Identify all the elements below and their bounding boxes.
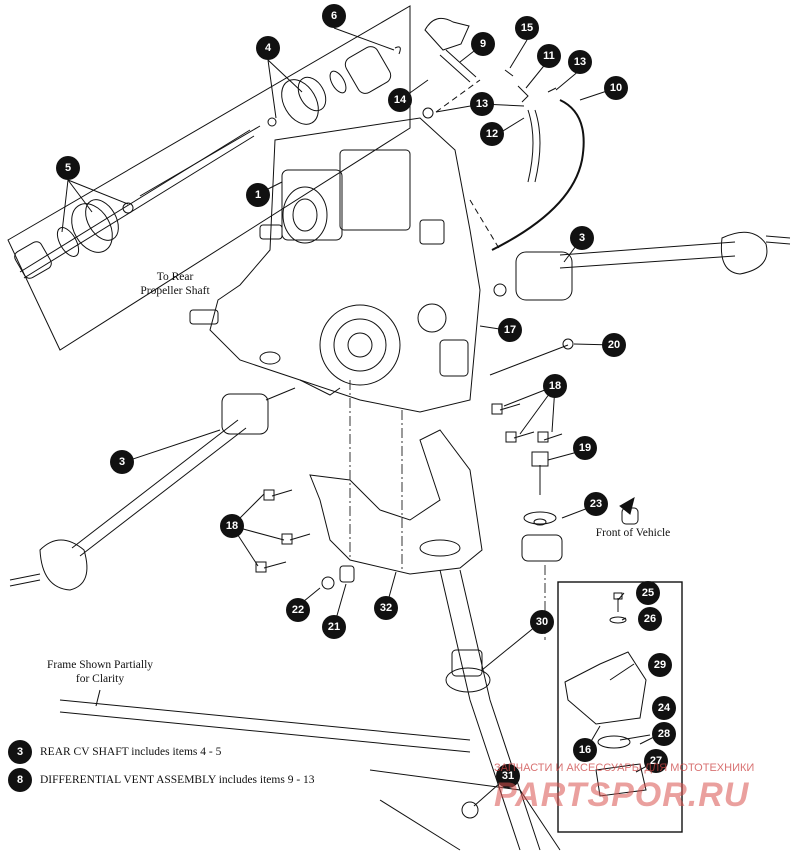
frame-note-line1: Frame Shown Partially bbox=[46, 659, 154, 671]
watermark-tagline: ЗАПЧАСТИ И АКСЕССУАРЫ ДЛЯ МОТОТЕХНИКИ bbox=[494, 762, 755, 774]
callout-27: 27 bbox=[644, 749, 668, 773]
bolts bbox=[255, 338, 574, 573]
legend-callout: 8 bbox=[8, 768, 32, 792]
callout-30: 30 bbox=[530, 610, 554, 634]
left-cv-shaft bbox=[9, 387, 296, 591]
callout-4: 4 bbox=[256, 36, 280, 60]
callout-15: 15 bbox=[515, 16, 539, 40]
callout-31: 31 bbox=[496, 764, 520, 788]
differential-vent-assembly bbox=[422, 17, 585, 251]
rear-propeller-shaft-label: To Rear Propeller Shaft bbox=[120, 270, 230, 298]
legend-text: REAR CV SHAFT includes items 4 - 5 bbox=[40, 746, 222, 758]
callout-20: 20 bbox=[602, 333, 626, 357]
legend-row: 8 DIFFERENTIAL VENT ASSEMBLY includes it… bbox=[8, 768, 315, 792]
callout-23: 23 bbox=[584, 492, 608, 516]
callout-19: 19 bbox=[573, 436, 597, 460]
callout-14: 14 bbox=[388, 88, 412, 112]
leader-lines bbox=[61, 27, 663, 807]
callout-3-left-shaft: 3 bbox=[110, 450, 134, 474]
callout-11: 11 bbox=[537, 44, 561, 68]
callout-1: 1 bbox=[246, 183, 270, 207]
callout-21: 21 bbox=[322, 615, 346, 639]
legend-text: DIFFERENTIAL VENT ASSEMBLY includes item… bbox=[40, 774, 315, 786]
callout-28: 28 bbox=[652, 722, 676, 746]
callout-26: 26 bbox=[638, 607, 662, 631]
right-cv-shaft bbox=[493, 231, 791, 301]
mount-detail-parts bbox=[564, 592, 647, 797]
watermark-logo-text: PARTSPOR.RU bbox=[494, 776, 750, 814]
mount-detail-inset bbox=[557, 581, 683, 833]
callout-12: 12 bbox=[480, 122, 504, 146]
legend-row: 3 REAR CV SHAFT includes items 4 - 5 bbox=[8, 740, 221, 764]
frame-note-line2: for Clarity bbox=[75, 673, 125, 685]
callout-25: 25 bbox=[636, 581, 660, 605]
callout-13-upper: 13 bbox=[568, 50, 592, 74]
rear-propeller-label-line2: Propeller Shaft bbox=[140, 285, 210, 297]
legend-callout: 3 bbox=[8, 740, 32, 764]
frame-note: Frame Shown Partially for Clarity bbox=[30, 658, 170, 686]
callout-24: 24 bbox=[652, 696, 676, 720]
callout-29: 29 bbox=[648, 653, 672, 677]
rear-cv-shaft-exploded bbox=[14, 46, 401, 279]
callout-16: 16 bbox=[573, 738, 597, 762]
callout-18-left: 18 bbox=[220, 514, 244, 538]
front-of-vehicle-label: Front of Vehicle bbox=[595, 527, 671, 539]
mounting-bracket bbox=[309, 429, 483, 590]
callout-13-lower: 13 bbox=[470, 92, 494, 116]
cv-shaft-inset-box bbox=[7, 5, 411, 351]
vehicle-frame bbox=[59, 569, 561, 851]
callout-10: 10 bbox=[604, 76, 628, 100]
callout-5: 5 bbox=[56, 156, 80, 180]
callout-17: 17 bbox=[498, 318, 522, 342]
callout-22: 22 bbox=[286, 598, 310, 622]
differential-housing bbox=[189, 117, 481, 413]
callout-3-right-shaft: 3 bbox=[570, 226, 594, 250]
rear-propeller-label-line1: To Rear bbox=[156, 271, 194, 283]
callout-9: 9 bbox=[471, 32, 495, 56]
callout-18-right: 18 bbox=[543, 374, 567, 398]
callout-6: 6 bbox=[322, 4, 346, 28]
callout-32: 32 bbox=[374, 596, 398, 620]
